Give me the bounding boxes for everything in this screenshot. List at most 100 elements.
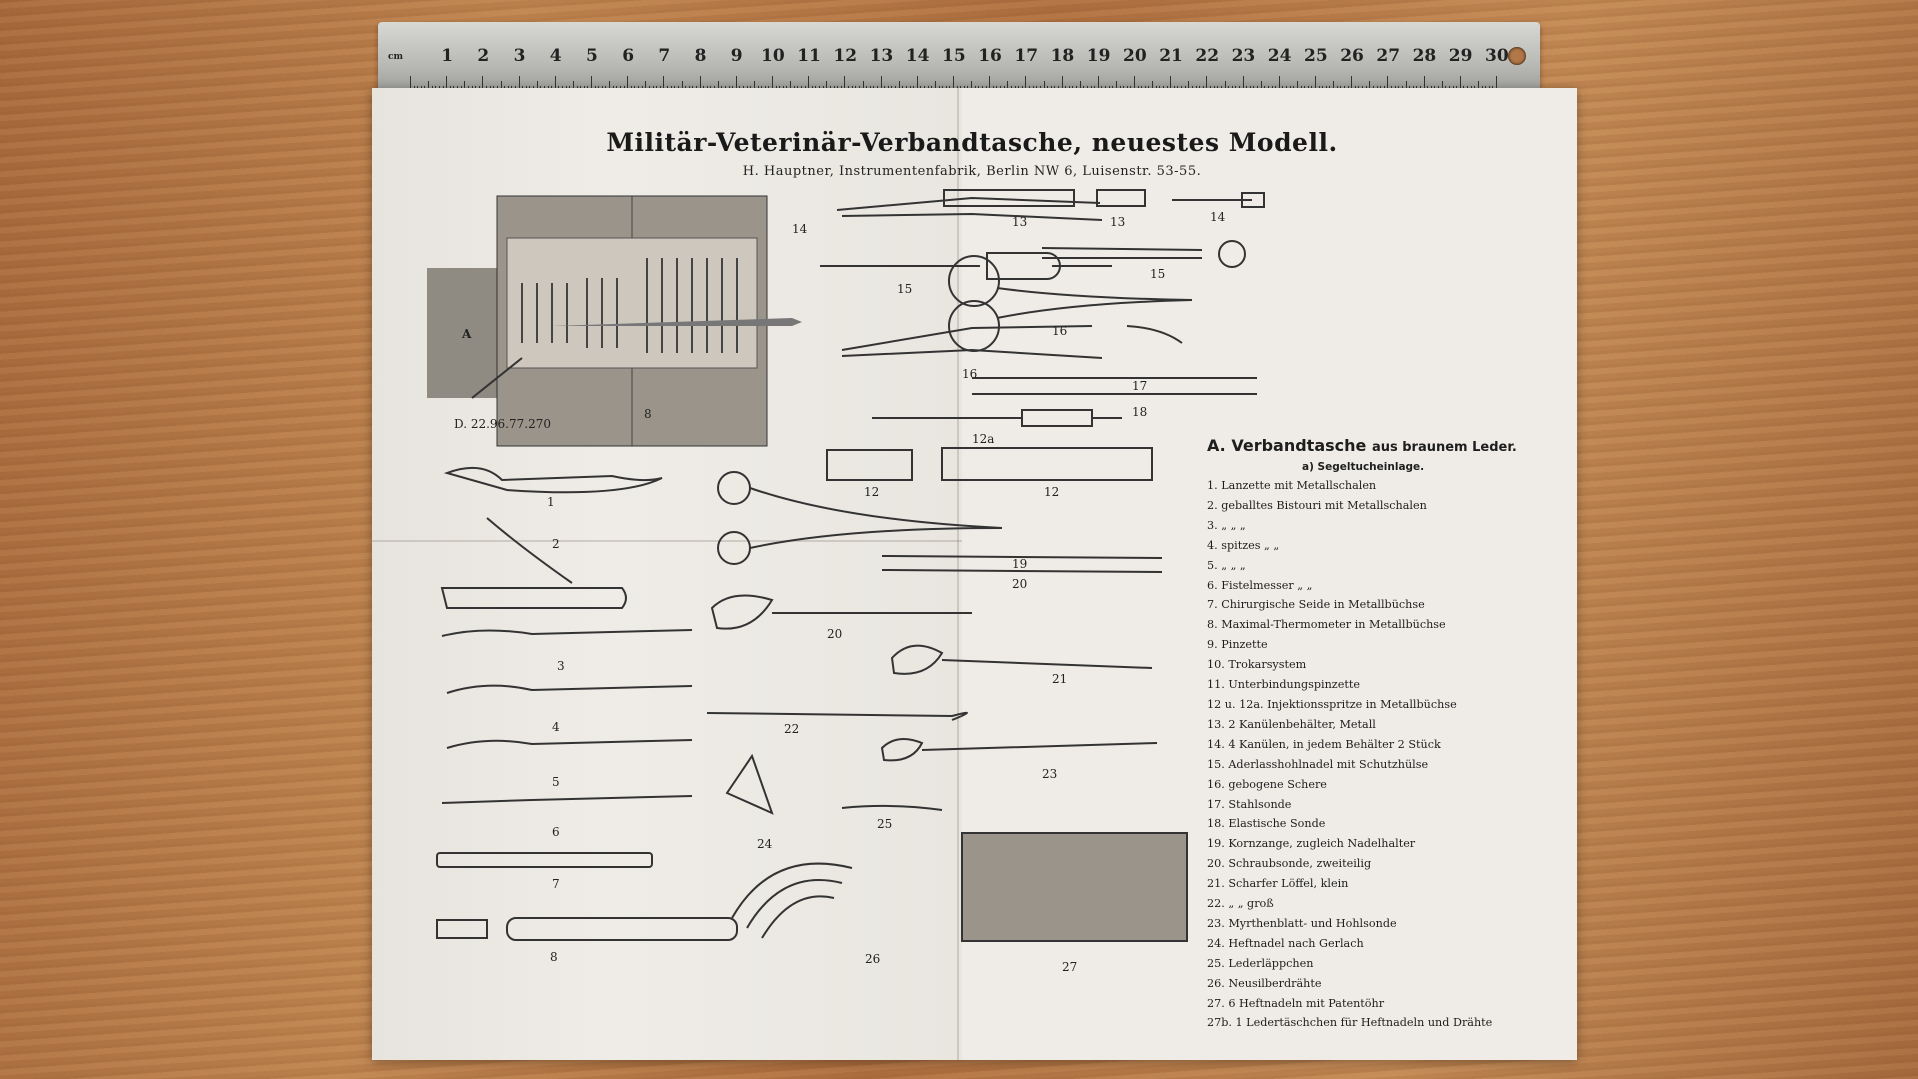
ruler-tick (1170, 76, 1172, 92)
ruler-tick (1278, 76, 1280, 92)
fig-label-12: 12 (864, 485, 879, 499)
ruler-number: 20 (1123, 46, 1147, 66)
ruler-tick (572, 81, 574, 92)
ruler-tick (410, 76, 411, 92)
ruler-tick (717, 81, 719, 92)
fig-label-8a: 8 (644, 407, 652, 421)
ruler-number: 28 (1412, 46, 1437, 66)
ruler-tick (1333, 81, 1335, 92)
fig-label-15: 15 (1150, 267, 1165, 281)
ruler-number: 29 (1448, 46, 1473, 66)
fig-label-20: 19 (1012, 557, 1027, 571)
fig-label-9: 14 (792, 222, 808, 236)
ruler-tick (1224, 81, 1226, 92)
legend-item: 26. Neusilberdrähte (1207, 976, 1322, 990)
legend-item: 7. Chirurgische Seide in Metallbüchse (1207, 598, 1425, 612)
ruler-tick (1152, 81, 1154, 92)
ruler-tick (681, 81, 683, 92)
ruler-tick (1423, 76, 1425, 92)
ruler-hang-hole (1508, 47, 1526, 65)
ruler-tick (844, 76, 846, 92)
ruler-tick (790, 81, 792, 92)
ruler-number: 5 (586, 46, 598, 66)
legend-item: 13. 2 Kanülenbehälter, Metall (1207, 717, 1376, 731)
fig-label-4: 4 (552, 720, 560, 734)
ruler-tick (953, 76, 954, 92)
legend-item: 14. 4 Kanülen, in jedem Behälter 2 Stück (1207, 737, 1441, 751)
fig-label-5: 5 (552, 775, 560, 789)
instrument-illustrations: A D. 22.96.77.270 8 1 2 3 4 5 6 7 8 (427, 189, 1265, 974)
ruler-tick (898, 81, 900, 92)
fig-label-12a: 12a (972, 432, 994, 446)
ruler-tick (753, 81, 755, 92)
ruler-number: 13 (869, 46, 894, 66)
fig-label-2: 2 (552, 537, 560, 551)
legend-item: 22. „ „ groß (1207, 897, 1274, 911)
ruler-tick (1260, 81, 1262, 92)
legend-item: 10. Trokarsystem (1207, 658, 1307, 672)
ruler-tick (428, 81, 430, 92)
ruler-tick (1387, 76, 1389, 92)
ruler-tick (609, 81, 611, 92)
ruler-tick (1097, 76, 1099, 92)
sheet-subtitle: H. Hauptner, Instrumentenfabrik, Berlin … (742, 164, 1202, 179)
leather-bag-illustration: A D. 22.96.77.270 8 (427, 195, 802, 447)
ruler-tick (772, 76, 773, 92)
sheet-title: Militär-Veterinär-Verbandtasche, neueste… (606, 128, 1338, 157)
legend-item: 9. Pinzette (1207, 638, 1268, 652)
ruler-tick (699, 76, 701, 92)
legend-item: 20. Schraubsonde, zweiteilig (1207, 857, 1372, 871)
fig-label-13: 13 (1012, 215, 1027, 229)
ruler-tick (500, 81, 502, 92)
ruler-number: 18 (1050, 46, 1075, 66)
ruler-number: 10 (761, 46, 785, 66)
legend-item: 5. „ „ „ (1207, 558, 1246, 572)
ruler-number: 15 (942, 46, 966, 66)
ruler-tick (1369, 81, 1371, 92)
legend-item: 17. Stahlsonde (1207, 797, 1292, 811)
ruler-number: 2 (477, 46, 490, 66)
fig-label-3: 3 (557, 659, 565, 673)
ruler-number: 8 (694, 46, 707, 66)
legend-item: 21. Scharfer Löffel, klein (1207, 877, 1349, 891)
ruler-tick (482, 76, 484, 92)
ruler-number: 27 (1376, 46, 1401, 66)
ruler-tick (735, 76, 737, 92)
ruler-tick (627, 76, 629, 92)
fig-label-10: 15 (897, 282, 912, 296)
legend-item: 27b. 1 Ledertäschchen für Heftnadeln und… (1207, 1016, 1493, 1030)
ruler-tick (1025, 76, 1027, 92)
legend-item: 15. Aderlasshohlnadel mit Schutzhülse (1207, 757, 1429, 771)
ruler-tick (826, 81, 828, 92)
ruler-tick (663, 76, 665, 92)
ruler-tick (862, 81, 864, 92)
fig-label-23: 22 (784, 722, 799, 736)
knife-illustrations (436, 466, 738, 941)
legend-item: 3. „ „ „ (1207, 518, 1246, 532)
legend-item: 8. Maximal-Thermometer in Metallbüchse (1207, 618, 1446, 632)
ruler-number: 26 (1340, 46, 1364, 66)
ruler-tick (989, 76, 991, 92)
legend-item: 1. Lanzette mit Metallschalen (1207, 479, 1377, 492)
ruler-number: 25 (1304, 46, 1328, 66)
legend-item: 12 u. 12a. Injektionsspritze in Metallbü… (1207, 697, 1457, 711)
ruler-tick (1188, 81, 1190, 92)
ruler-tick (591, 76, 592, 92)
ruler-number: 24 (1267, 46, 1292, 66)
ruler-tick (1007, 81, 1009, 92)
ruler-tick (1134, 76, 1135, 92)
fig-label-7: 7 (552, 877, 560, 891)
ruler-unit-label: cm (388, 52, 404, 62)
fig-label-20b: 20 (1012, 577, 1027, 591)
ruler-number: 7 (658, 46, 671, 66)
fig-label-14: 14 (1210, 210, 1226, 224)
fig-label-1: 1 (547, 495, 555, 509)
legend-item: 11. Unterbindungspinzette (1207, 678, 1360, 692)
horizontal-fold (372, 540, 962, 542)
ruler-tick (1477, 81, 1479, 92)
ruler-number: 17 (1014, 46, 1039, 66)
legend-item: 23. Myrthenblatt- und Hohlsonde (1207, 916, 1397, 930)
fig-label-12b: 12 (1044, 485, 1059, 499)
